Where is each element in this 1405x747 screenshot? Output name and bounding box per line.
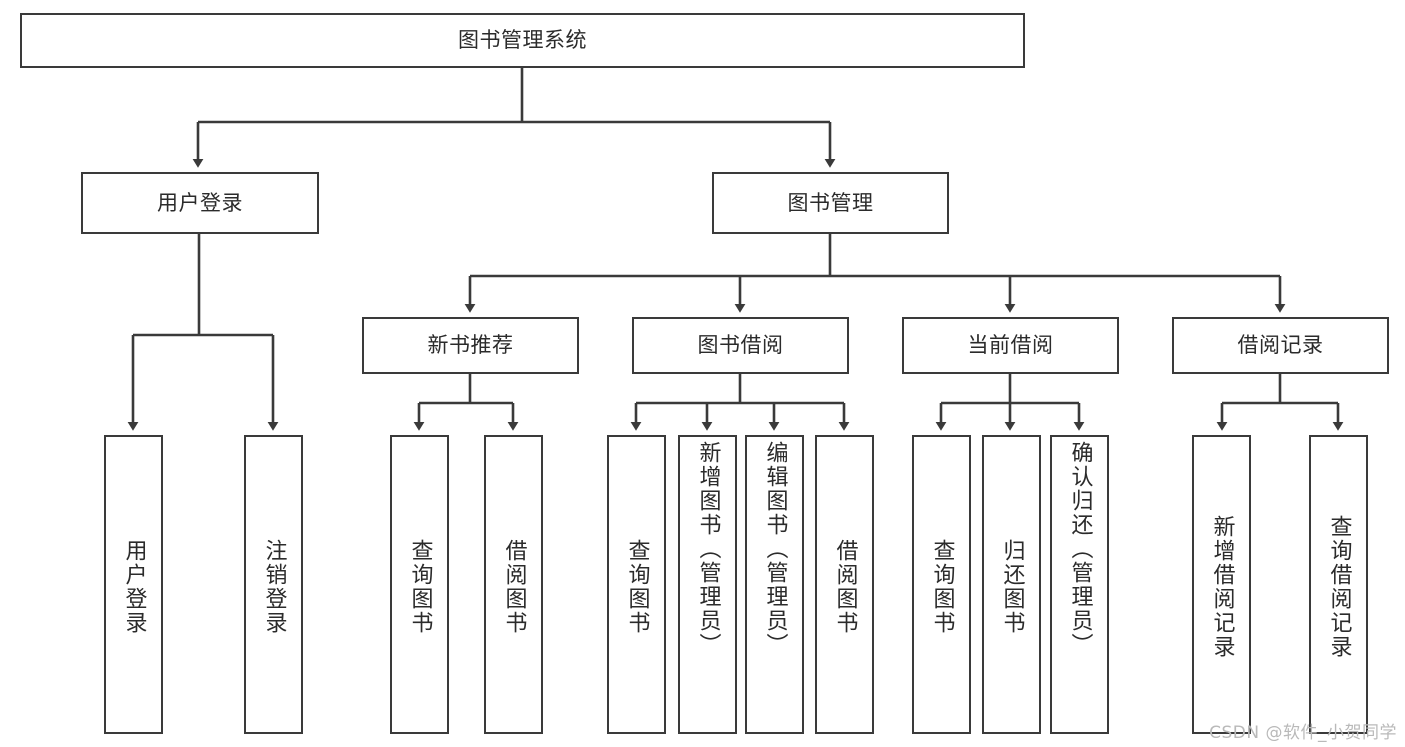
node-label: 编辑图书（管理员） bbox=[762, 441, 788, 657]
node-label: 用户登录 bbox=[121, 538, 147, 635]
node-label: 图书管理系统 bbox=[458, 28, 587, 53]
node-label: 当前借阅 bbox=[967, 333, 1054, 358]
leaf-current-borrow-confirm-return-admin[interactable]: 确认归还（管理员） bbox=[1050, 435, 1109, 734]
node-user-login[interactable]: 用户登录 bbox=[81, 172, 319, 234]
leaf-user-login-logout[interactable]: 注销登录 bbox=[244, 435, 303, 734]
leaf-book-borrow-edit-book-admin[interactable]: 编辑图书（管理员） bbox=[745, 435, 804, 734]
node-label: 用户登录 bbox=[157, 190, 243, 215]
node-label: 借阅图书 bbox=[501, 538, 527, 635]
node-label: 查询借阅记录 bbox=[1326, 514, 1352, 659]
node-label: 新增借阅记录 bbox=[1209, 514, 1235, 659]
node-label: 借阅图书 bbox=[832, 538, 858, 635]
node-label: 查询图书 bbox=[407, 538, 433, 635]
leaf-new-book-query-book[interactable]: 查询图书 bbox=[390, 435, 449, 734]
leaf-borrow-record-query-record[interactable]: 查询借阅记录 bbox=[1309, 435, 1368, 734]
node-label: 注销登录 bbox=[261, 538, 287, 635]
leaf-borrow-record-add-record[interactable]: 新增借阅记录 bbox=[1192, 435, 1251, 734]
leaf-book-borrow-borrow-book[interactable]: 借阅图书 bbox=[815, 435, 874, 734]
node-root-book-management-system[interactable]: 图书管理系统 bbox=[20, 13, 1025, 68]
node-label: 确认归还（管理员） bbox=[1067, 441, 1093, 657]
node-label: 图书管理 bbox=[787, 190, 874, 215]
node-book-borrow[interactable]: 图书借阅 bbox=[632, 317, 849, 374]
leaf-current-borrow-return-book[interactable]: 归还图书 bbox=[982, 435, 1041, 734]
node-new-book-recommend[interactable]: 新书推荐 bbox=[362, 317, 579, 374]
leaf-book-borrow-add-book-admin[interactable]: 新增图书（管理员） bbox=[678, 435, 737, 734]
node-label: 归还图书 bbox=[999, 538, 1025, 635]
node-label: 查询图书 bbox=[929, 538, 955, 635]
leaf-book-borrow-query-book[interactable]: 查询图书 bbox=[607, 435, 666, 734]
node-book-management[interactable]: 图书管理 bbox=[712, 172, 949, 234]
node-label: 新书推荐 bbox=[427, 333, 514, 358]
node-label: 图书借阅 bbox=[697, 333, 784, 358]
node-label: 借阅记录 bbox=[1237, 333, 1324, 358]
leaf-user-login-login[interactable]: 用户登录 bbox=[104, 435, 163, 734]
node-current-borrow[interactable]: 当前借阅 bbox=[902, 317, 1119, 374]
node-label: 新增图书（管理员） bbox=[695, 441, 721, 657]
node-label: 查询图书 bbox=[624, 538, 650, 635]
node-borrow-record[interactable]: 借阅记录 bbox=[1172, 317, 1389, 374]
leaf-current-borrow-query-book[interactable]: 查询图书 bbox=[912, 435, 971, 734]
leaf-new-book-borrow-book[interactable]: 借阅图书 bbox=[484, 435, 543, 734]
